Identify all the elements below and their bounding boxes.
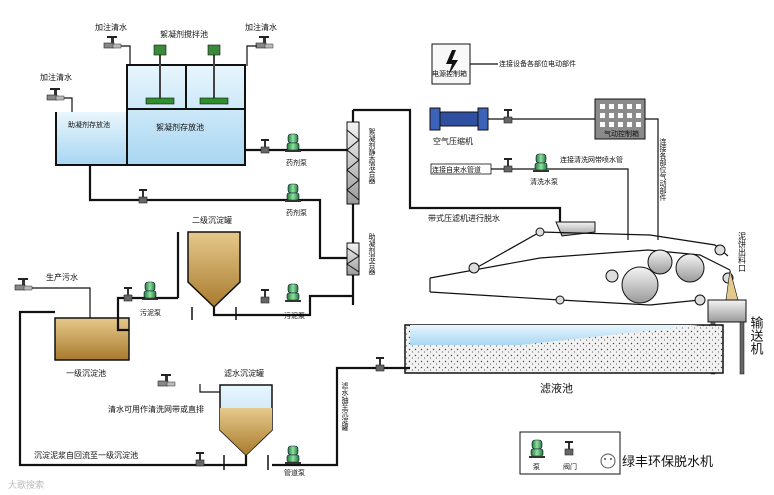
coagulant-storage-tank-label: 助凝剂存放池 [68,120,110,129]
filtrate-note-label: 滤水抽至沉淀罐 [341,381,349,432]
dosing-pump-2-label: 药剂泵 [286,208,307,217]
flocculant-mixer-label: 絮凝剂静态混合器 [368,127,376,185]
belt-press-label: 带式压滤机进行脱水 [428,213,500,223]
air-compressor[interactable] [429,107,489,131]
power-box-label: 电源控制箱 [432,69,467,78]
brand-icon [600,453,616,469]
coagulant-static-mixer [346,242,360,276]
filtrate-settling-tank [219,384,273,470]
primary-settling-tank [54,317,130,361]
add-water-faucet-1[interactable] [103,35,122,49]
pneumatic-note-label: 连接各部位气动部件 [659,137,667,202]
raw-water-label: 生产污水 [46,272,78,282]
sludge-pump-1-label: 污泥泵 [140,309,161,317]
add-water-faucet-2[interactable] [255,35,274,49]
power-note-label: 连接设备各部位电动部件 [499,59,576,68]
legend-valve-label: 阀门 [563,462,577,471]
filtrate-tank-label: 滤水沉淀罐 [224,368,264,378]
sludge-pump-1[interactable] [141,281,159,301]
add-water-label-1: 加注清水 [95,22,127,32]
brand-label: 绿丰环保脱水机 [622,455,713,470]
add-water-label-2: 加注清水 [245,22,277,32]
valve-dosing-1[interactable] [260,138,270,154]
flocculant-mixing-tank [126,44,246,166]
sludge-pump-2-label: 污泥泵 [284,312,305,320]
belt-press [429,221,734,306]
valve-sludge-1[interactable] [123,286,133,302]
conveyor-label: 输送机 [748,315,764,356]
filtrate-pool-label: 滤液池 [540,381,573,395]
return-note-label: 沉淀泥浆自回流至一级沉淀池 [34,450,138,460]
primary-tank-label: 一级沉淀池 [66,368,106,378]
dosing-pump-1-label: 药剂泵 [286,158,307,167]
flocculant-mixing-tank-label: 絮凝剂搅拌池 [160,29,208,39]
cake-outlet-label: 泥饼出料口 [738,232,747,272]
sump-pump[interactable] [284,445,302,465]
pneumatic-control-box[interactable] [594,98,646,140]
air-compressor-label: 空气压缩机 [433,136,473,146]
pneumatic-box-label: 气动控制箱 [604,129,639,138]
secondary-settling-tank [187,231,241,320]
valve-filtrate[interactable] [375,356,385,372]
dosing-pump-2[interactable] [284,183,302,203]
valve-return[interactable] [195,451,205,467]
sump-pump-label: 管道泵 [284,468,305,477]
add-water-label-3: 加注清水 [40,72,72,82]
legend-pump-label: 泵 [533,463,540,471]
wash-pump-label: 清洗水泵 [530,177,558,186]
sludge-pump-2[interactable] [284,283,302,303]
power-control-box[interactable] [431,43,471,85]
valve-air[interactable] [503,108,513,124]
wash-pump[interactable] [532,153,550,173]
add-water-faucet-3[interactable] [46,87,65,101]
raw-water-faucet[interactable] [14,277,33,291]
secondary-tank-label: 二级沉淀罐 [192,215,232,225]
coagulant-storage-tank [55,112,128,166]
wash-pipe-note-label: 连接清洗网带喷水管 [560,155,623,164]
dosing-pump-1[interactable] [284,133,302,153]
legend-box [519,431,621,475]
clean-water-note-label: 清水可用作清洗网带或直排 [108,404,204,414]
filtrate-pool [404,324,724,374]
flocculant-static-mixer [346,121,360,205]
valve-sludge-2[interactable] [260,288,270,304]
coagulant-mixer-label: 助凝剂混合器 [368,232,376,276]
valve-dosing-2[interactable] [138,188,148,204]
tap-water-label: 连接自来水管道 [432,165,481,174]
valve-wash[interactable] [503,157,513,173]
watermark: 大歌搜索 [8,479,44,491]
clear-water-faucet[interactable] [157,373,176,387]
flocculant-storage-tank-label: 絮凝剂存放池 [156,122,204,132]
